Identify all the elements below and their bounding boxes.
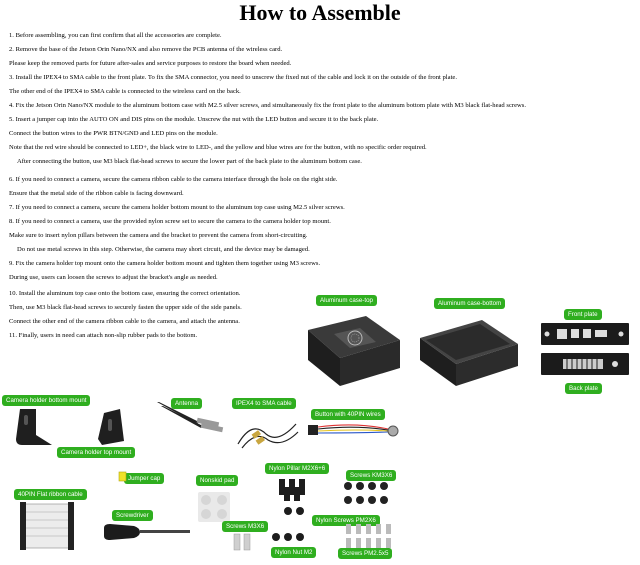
step-line: During use, users can loosen the screws … <box>9 274 218 281</box>
nylon-nut-image <box>272 507 304 541</box>
step-line: 7. If you need to connect a camera, secu… <box>9 204 345 211</box>
label-screws-pm25: Screws PM2.5x5 <box>338 548 393 559</box>
step-line: Then, use M3 black flat-head screws to s… <box>9 304 242 311</box>
step-line: 9. Fix the camera holder top mount onto … <box>9 260 321 267</box>
step-line: 1. Before assembling, you can first conf… <box>9 32 222 39</box>
label-jumper: Jumper cap <box>124 473 165 484</box>
nonskid-pad-image <box>198 492 230 522</box>
label-ribbon: 40PIN Flat ribbon cable <box>14 489 87 500</box>
step-line: 5. Insert a jumper cap into the AUTO ON … <box>9 116 379 123</box>
step-line: 11. Finally, users in need can attach no… <box>9 332 198 339</box>
label-nylon-screws: Nylon Screws PM2X6 <box>312 515 380 526</box>
step-line: Please keep the removed parts for future… <box>9 60 292 67</box>
step-line: 6. If you need to connect a camera, secu… <box>9 176 338 183</box>
step-line: 8. If you need to connect a camera, use … <box>9 218 331 225</box>
label-screws-m3: Screws M3X6 <box>222 521 269 532</box>
label-screws-km3: Screws KM3X6 <box>346 470 397 481</box>
step-line: Note that the red wire should be connect… <box>9 144 427 151</box>
button-wires-image <box>308 424 399 437</box>
step-line: 2. Remove the base of the Jetson Orin Na… <box>9 46 283 53</box>
ribbon-cable-image <box>20 502 74 550</box>
label-front-plate: Front plate <box>564 309 602 320</box>
screws-m3-image <box>233 533 251 551</box>
label-case-top: Aluminum case-top <box>316 295 377 306</box>
ipex-cable-image <box>237 423 299 449</box>
screws-pm25-image <box>346 524 391 548</box>
label-back-plate: Back plate <box>565 383 602 394</box>
nylon-pillar-image <box>279 479 305 501</box>
plates-image <box>541 323 629 375</box>
step-line: After connecting the button, use M3 blac… <box>17 158 362 165</box>
screwdriver-image <box>104 524 190 540</box>
label-case-bottom: Aluminum case-bottom <box>434 298 506 309</box>
label-camera-top-mount: Camera holder top mount <box>57 447 136 458</box>
step-line: Do not use metal screws in this step. Ot… <box>17 246 310 253</box>
step-line: 10. Install the aluminum top case onto t… <box>9 290 241 297</box>
step-line: Connect the button wires to the PWR BTN/… <box>9 130 218 137</box>
label-nylon-pillar: Nylon Pillar M2X6+6 <box>265 463 330 474</box>
jumper-cap-image <box>118 471 127 482</box>
camera-holder-image <box>16 409 124 445</box>
label-nonskid: Nonskid pad <box>196 475 239 486</box>
step-line: Ensure that the metal side of the ribbon… <box>9 190 184 197</box>
label-camera-bottom-mount: Camera holder bottom mount <box>2 395 91 406</box>
case-top-image <box>308 316 400 386</box>
case-bottom-image <box>420 320 518 386</box>
antenna-image <box>157 402 224 433</box>
label-screwdriver: Screwdriver <box>112 510 153 521</box>
label-button: Button with 40PIN wires <box>311 409 385 420</box>
label-nylon-nut: Nylon Nut M2 <box>271 547 317 558</box>
step-line: 3. Install the IPEX4 to SMA cable to the… <box>9 74 457 81</box>
step-line: 4. Fix the Jetson Orin Nano/NX module to… <box>9 102 526 109</box>
label-antenna: Antenna <box>171 398 203 409</box>
step-line: Make sure to insert nylon pillars betwee… <box>9 232 308 239</box>
step-line: Connect the other end of the camera ribb… <box>9 318 240 325</box>
screws-km3-image <box>344 482 388 504</box>
label-ipex: IPEX4 to SMA cable <box>232 398 296 409</box>
page-title: How to Assemble <box>239 0 401 25</box>
step-line: The other end of the IPEX4 to SMA cable … <box>9 88 241 95</box>
